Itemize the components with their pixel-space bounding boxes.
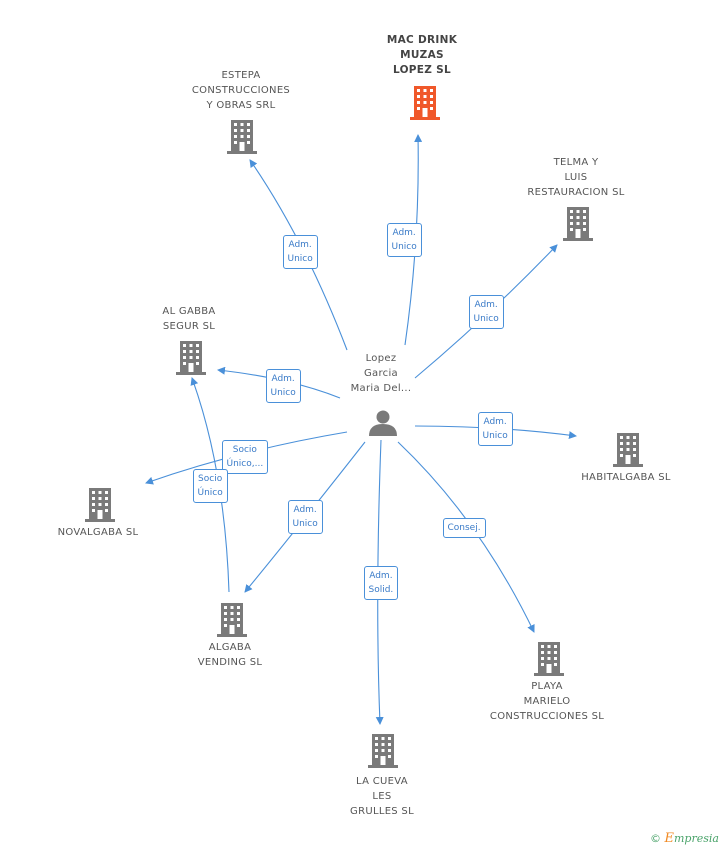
relation-label-habitalgaba: Adm.Unico bbox=[477, 412, 513, 446]
person-icon[interactable] bbox=[369, 410, 397, 437]
building-icon[interactable] bbox=[227, 120, 257, 154]
footer-brand: © Empresia bbox=[650, 831, 719, 846]
building-icon[interactable] bbox=[613, 433, 643, 467]
relation-label-mac-drink-muzas-lopez: Adm.Unico bbox=[386, 223, 422, 257]
company-label-novalgaba: NOVALGABA SL bbox=[57, 526, 139, 538]
relation-label-telma-y-luis: Adm.Unico bbox=[468, 295, 504, 329]
relation-label-estepa-construcciones: Adm.Unico bbox=[282, 235, 318, 269]
brand-logo: Empresia bbox=[664, 831, 719, 846]
company-label-habitalgaba: HABITALGABA SL bbox=[581, 471, 671, 483]
relation-label-la-cueva-les-grulles: Adm.Solid. bbox=[363, 566, 399, 600]
building-icon[interactable] bbox=[368, 734, 398, 768]
relation-label-al-gabba-segur: Adm.Unico bbox=[265, 369, 301, 403]
relation-label-playa-marielo: Consej. bbox=[442, 518, 486, 538]
relation-label-algaba-vending: Adm.Unico bbox=[287, 500, 323, 534]
copyright-symbol: © bbox=[650, 832, 661, 845]
building-icon[interactable] bbox=[85, 488, 115, 522]
building-icon[interactable] bbox=[176, 341, 206, 375]
building-icon[interactable] bbox=[534, 642, 564, 676]
building-icon[interactable] bbox=[217, 603, 247, 637]
building-icon[interactable] bbox=[563, 207, 593, 241]
building-icon[interactable] bbox=[410, 86, 440, 120]
